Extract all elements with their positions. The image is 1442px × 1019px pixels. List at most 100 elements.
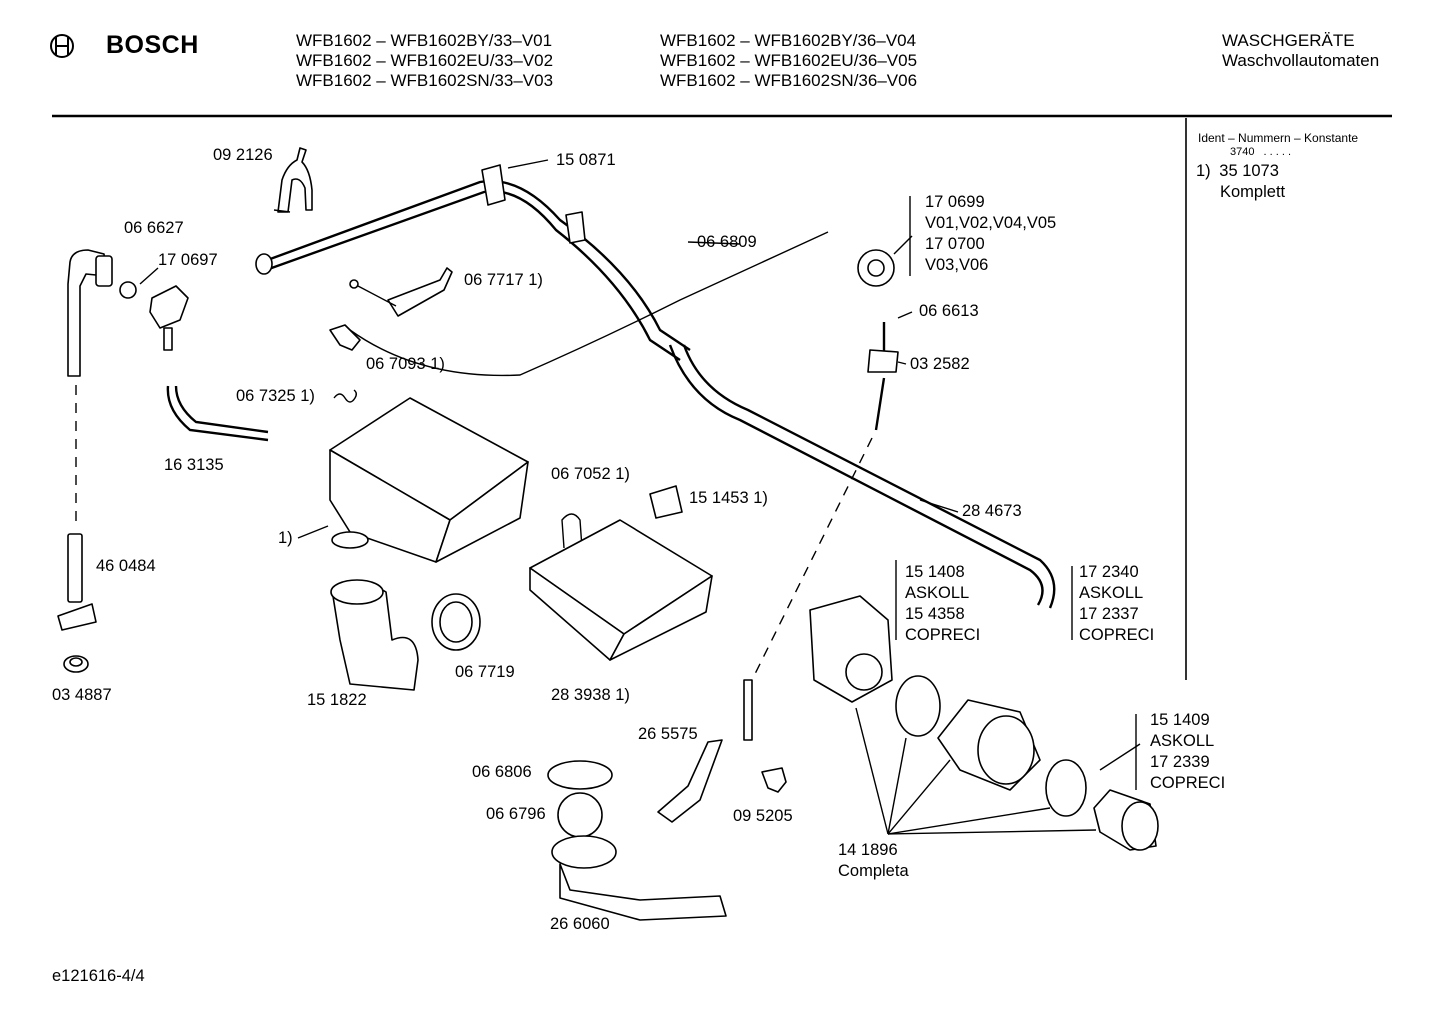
ident-note-number: 35 1073 [1219,162,1279,180]
category-subtitle: Waschvollautomaten [1222,51,1380,70]
category-title: WASCHGERÄTE [1222,31,1355,50]
label-line: 15 4358 [905,605,965,623]
label-283938: 28 3938 1) [551,686,630,704]
drawer-283938 [529,519,713,661]
wire-066809 [349,231,829,377]
filter-151409 [1093,789,1159,851]
model-entry: WFB1602 – WFB1602SN/33–V03 [296,71,554,90]
label-170697: 17 0697 [158,251,218,269]
ident-note-marker: 1) [1196,162,1211,180]
label-066809: 06 6809 [697,233,757,251]
label-line: 17 2339 [1150,753,1210,771]
label-line: V01,V02,V04,V05 [925,214,1057,232]
pump-151408 [809,595,893,703]
tube-066613 [874,322,886,431]
model-entry: WFB1602 – WFB1602BY/36–V04 [660,31,917,50]
label-line: 17 2340 [1079,563,1139,581]
label-150871: 15 0871 [556,151,616,169]
model-entry: WFB1602 – WFB1602EU/33–V02 [296,51,554,70]
label-092126: 09 2126 [213,146,273,164]
label-line: ASKOLL [905,584,970,602]
sump-266060 [551,835,727,921]
model-entry: WFB1602 – WFB1602SN/36–V06 [660,71,918,90]
label-163135: 16 3135 [164,456,224,474]
ident-constant: 3740 . . . . . [1230,146,1291,158]
label-line: 15 1408 [905,563,965,581]
detergent-housing [329,397,529,563]
hose-150871 [255,164,691,361]
clip-067093 [329,324,361,351]
label-266060: 26 6060 [550,915,610,933]
label-460484: 46 0484 [96,557,156,575]
label-line: ASKOLL [1079,584,1144,602]
label-line: 15 1409 [1150,711,1210,729]
label-line: Completa [838,862,909,880]
label-067052: 06 7052 1) [551,465,630,483]
label-066627: 06 6627 [124,219,184,237]
pipe-460484 [57,533,97,631]
label-line: 17 0700 [925,235,985,253]
category-block: WASCHGERÄTE Waschvollautomaten [1222,31,1379,71]
cap-034887 [63,655,89,673]
clamp-066806 [547,760,613,790]
label-line: COPRECI [1079,626,1155,644]
document-id: e121616-4/4 [52,967,145,985]
label-067719: 06 7719 [455,663,515,681]
spring-067325 [333,389,357,403]
label-line: 17 2337 [1079,605,1139,623]
bellow-151822 [330,579,419,691]
ident-note-text: Komplett [1220,183,1286,201]
pump-housing-172340 [937,699,1041,791]
clamp-032582 [867,349,899,373]
bracket-067717 [349,267,453,317]
label-151408: 15 1408 ASKOLL 15 4358 COPRECI [905,562,980,646]
label-284673: 28 4673 [962,502,1022,520]
hose-284673 [668,344,1056,609]
label-note-1: 1) [278,529,293,547]
label-067325: 06 7325 1) [236,387,315,405]
bosch-logo-icon [50,34,74,58]
label-067717: 06 7717 1) [464,271,543,289]
ident-constant-dots: . . . . . [1263,146,1292,158]
flap-151453 [649,485,683,519]
ident-title: Ident – Nummern – Konstante [1198,131,1359,145]
label-151822: 15 1822 [307,691,367,709]
pressure-switch-170699 [857,235,913,287]
label-line: ASKOLL [1150,732,1215,750]
label-151453: 15 1453 1) [689,489,768,507]
label-032582: 03 2582 [910,355,970,373]
label-066806: 06 6806 [472,763,532,781]
label-265575: 26 5575 [638,725,698,743]
ident-constant-value: 3740 [1230,146,1255,158]
ring-151408 [895,675,941,737]
label-170699: 17 0699 V01,V02,V04,V05 17 0700 V03,V06 [925,192,1056,276]
ball-066796 [557,792,603,838]
model-list-left: WFB1602 – WFB1602BY/33–V01 WFB1602 – WFB… [296,31,553,91]
leader-141896 [855,707,1141,835]
label-line: V03,V06 [925,256,989,274]
valve-170697 [119,281,189,351]
clip-092126 [273,147,313,213]
model-entry: WFB1602 – WFB1602BY/33–V01 [296,31,553,50]
label-095205: 09 5205 [733,807,793,825]
label-067093: 06 7093 1) [366,355,445,373]
label-034887: 03 4887 [52,686,112,704]
model-list-right: WFB1602 – WFB1602BY/36–V04 WFB1602 – WFB… [660,31,917,91]
hose-163135 [166,385,269,442]
model-entry: WFB1602 – WFB1602EU/36–V05 [660,51,918,70]
brand-logo: BOSCH [106,31,199,59]
label-066613: 06 6613 [919,302,979,320]
label-066796: 06 6796 [486,805,546,823]
label-line: COPRECI [905,626,981,644]
hose-265575 [657,679,753,823]
label-line: 17 0699 [925,193,985,211]
clip-095205 [761,767,787,793]
ring-151409 [1045,759,1087,817]
inlet-pipe-066627 [67,249,113,377]
label-172340: 17 2340 ASKOLL 17 2337 COPRECI [1079,562,1154,646]
label-151409: 15 1409 ASKOLL 17 2339 COPRECI [1150,710,1225,794]
hook-067052 [561,513,583,549]
label-141896: 14 1896 Completa [838,840,909,882]
ident-note: 1) 35 1073 [1196,161,1279,182]
